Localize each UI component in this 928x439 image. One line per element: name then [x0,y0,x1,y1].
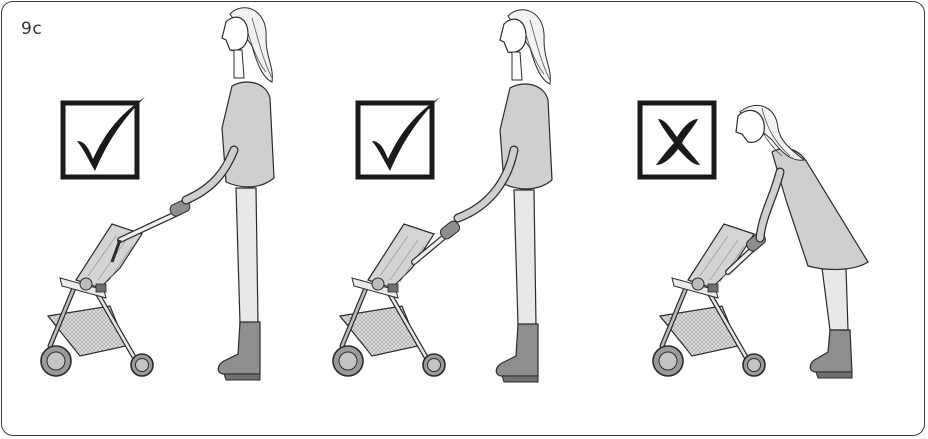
woman-figure [218,8,274,380]
woman-figure [496,10,552,382]
panel-2 [333,10,552,382]
panel-3 [640,103,868,378]
checkmark-icon [63,97,145,177]
stroller-figure [41,224,153,376]
checkmark-icon [358,97,440,177]
panel-1 [41,8,274,380]
cross-icon [640,103,714,177]
